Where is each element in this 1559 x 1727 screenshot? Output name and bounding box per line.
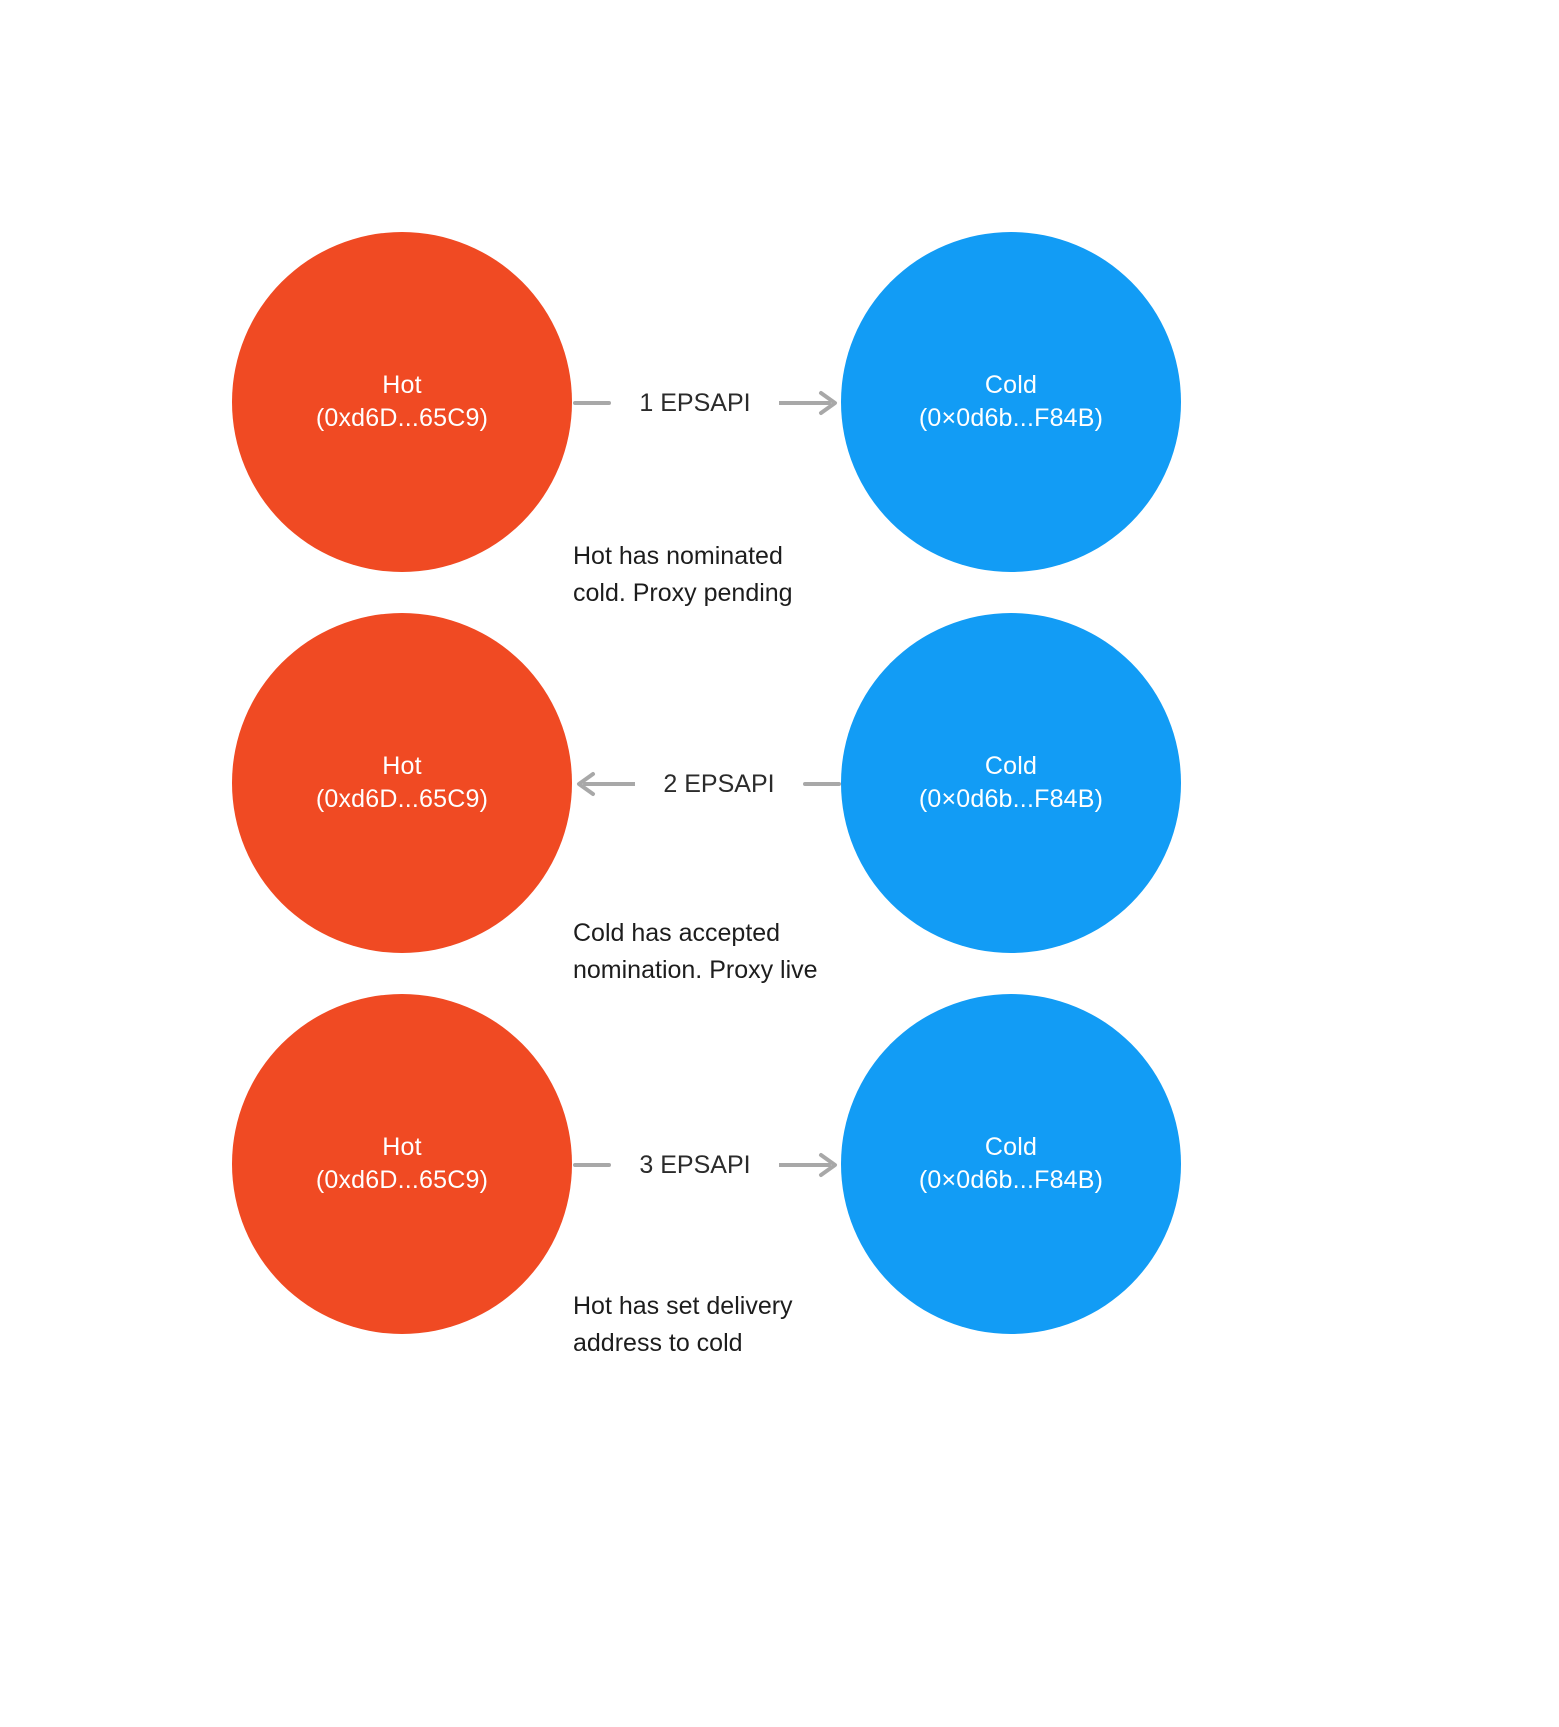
arrow-left-icon	[573, 771, 635, 797]
caption-line-1: Hot has set delivery	[573, 1292, 793, 1320]
node-title: Cold	[984, 371, 1038, 399]
node-title: Cold	[984, 1133, 1038, 1161]
caption-row-1: Hot has nominated cold. Proxy pending	[573, 538, 903, 612]
node-address: (0×0d6b...F84B)	[918, 785, 1104, 813]
connector-label: 1 EPSAPI	[639, 388, 751, 417]
node-address: (0xd6D...65C9)	[315, 404, 489, 432]
connector-stub-left	[573, 1163, 611, 1167]
node-title: Hot	[382, 752, 422, 780]
node-address: (0xd6D...65C9)	[315, 785, 489, 813]
node-title: Cold	[984, 752, 1038, 780]
node-title: Hot	[382, 1133, 422, 1161]
caption-row-2: Cold has accepted nomination. Proxy live	[573, 915, 903, 989]
connector-line	[573, 401, 611, 405]
caption-line-2: address to cold	[573, 1329, 743, 1357]
node-hot-row-3[interactable]: Hot (0xd6D...65C9)	[232, 994, 572, 1334]
connector-stub-right	[802, 782, 841, 786]
node-hot-row-1[interactable]: Hot (0xd6D...65C9)	[232, 232, 572, 572]
caption-line-2: cold. Proxy pending	[573, 579, 793, 607]
caption-line-2: nomination. Proxy live	[573, 956, 818, 984]
node-cold-row-2[interactable]: Cold (0×0d6b...F84B)	[841, 613, 1181, 953]
node-cold-row-1[interactable]: Cold (0×0d6b...F84B)	[841, 232, 1181, 572]
connector-row-2: 2 EPSAPI	[573, 764, 841, 804]
connector-stub-left	[573, 401, 611, 405]
caption-line-1: Hot has nominated	[573, 542, 783, 570]
connector-row-3: 3 EPSAPI	[573, 1145, 841, 1185]
connector-line	[573, 1163, 611, 1167]
connector-label: 2 EPSAPI	[663, 769, 775, 798]
node-cold-row-3[interactable]: Cold (0×0d6b...F84B)	[841, 994, 1181, 1334]
connector-line	[802, 782, 841, 786]
node-hot-row-2[interactable]: Hot (0xd6D...65C9)	[232, 613, 572, 953]
caption-row-3: Hot has set delivery address to cold	[573, 1288, 903, 1362]
node-title: Hot	[382, 371, 422, 399]
node-address: (0×0d6b...F84B)	[918, 1166, 1104, 1194]
connector-label: 3 EPSAPI	[639, 1150, 751, 1179]
arrow-right-icon	[778, 1152, 841, 1178]
node-address: (0xd6D...65C9)	[315, 1166, 489, 1194]
node-address: (0×0d6b...F84B)	[918, 404, 1104, 432]
arrow-right-icon	[778, 390, 841, 416]
connector-row-1: 1 EPSAPI	[573, 383, 841, 423]
caption-line-1: Cold has accepted	[573, 919, 781, 947]
